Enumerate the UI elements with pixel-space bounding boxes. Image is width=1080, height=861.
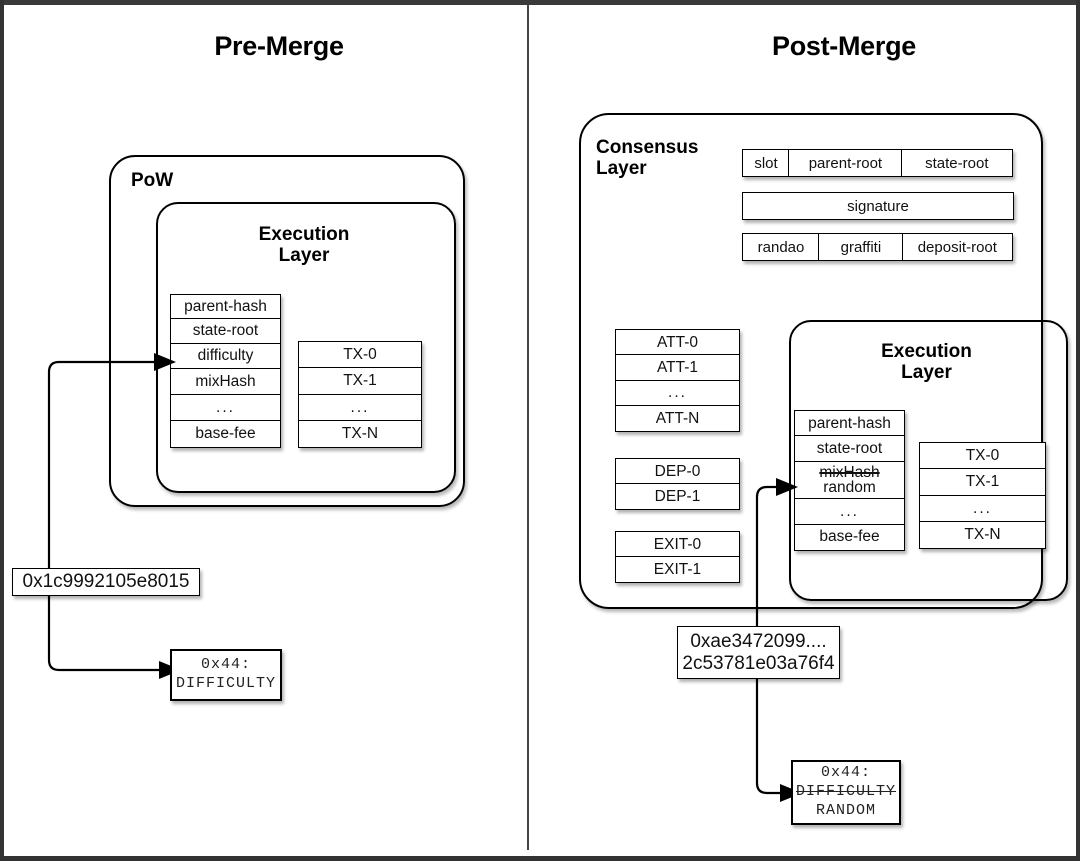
header-field: parent-hash xyxy=(170,294,281,320)
consensus-layer-label: Consensus Layer xyxy=(596,137,699,180)
header-field: parent-hash xyxy=(794,410,905,437)
hex-value-label-post: 0xae3472099.... 2c53781e03a76f4 xyxy=(677,626,840,679)
attestation-item: ATT-N xyxy=(615,405,740,433)
block-header-stack-pre: parent-hash state-root difficulty mixHas… xyxy=(170,294,281,449)
deposit-item: DEP-0 xyxy=(615,458,740,485)
transaction-item-ellipsis: ... xyxy=(919,494,1046,523)
transactions-stack-pre: TX-0 TX-1 ... TX-N xyxy=(298,341,422,449)
header-field: base-fee xyxy=(170,420,281,449)
pow-container xyxy=(109,155,465,507)
transaction-item-ellipsis: ... xyxy=(298,393,422,422)
opcode-removed-name: DIFFICULTY xyxy=(795,783,896,801)
header-field: state-root xyxy=(794,435,905,463)
transaction-item: TX-N xyxy=(919,521,1046,550)
consensus-header-row-3: randao graffiti deposit-root xyxy=(742,233,1013,261)
header-field-new: random xyxy=(823,479,876,497)
page-title-pre-merge: Pre-Merge xyxy=(214,31,344,61)
consensus-field: parent-root xyxy=(788,149,903,177)
header-field: state-root xyxy=(170,318,281,345)
consensus-field: randao xyxy=(742,233,820,261)
transactions-stack-post: TX-0 TX-1 ... TX-N xyxy=(919,442,1046,550)
transaction-item: TX-N xyxy=(298,420,422,449)
panel-divider xyxy=(527,5,529,850)
pow-label: PoW xyxy=(131,170,174,191)
transaction-item: TX-0 xyxy=(919,442,1046,470)
attestations-stack: ATT-0 ATT-1 ... ATT-N xyxy=(615,329,740,433)
consensus-layer-container xyxy=(579,113,1043,609)
attestation-item-ellipsis: ... xyxy=(615,379,740,407)
execution-layer-container-pre xyxy=(156,202,456,493)
opcode-code: 0x44: xyxy=(820,764,871,782)
execution-layer-label-pre: Execution Layer xyxy=(258,224,350,267)
exit-item: EXIT-0 xyxy=(615,531,740,558)
transaction-item: TX-1 xyxy=(919,468,1046,497)
header-field-ellipsis: ... xyxy=(170,393,281,422)
execution-layer-container-post xyxy=(789,320,1068,601)
transaction-item: TX-1 xyxy=(298,367,422,396)
header-field: base-fee xyxy=(794,523,905,551)
execution-layer-label-post: Execution Layer xyxy=(881,341,972,384)
exits-stack: EXIT-0 EXIT-1 xyxy=(615,531,740,584)
header-field-removed: mixHash xyxy=(819,463,880,481)
hex-value-label-pre: 0x1c9992105e8015 xyxy=(12,568,200,596)
page-title-post-merge: Post-Merge xyxy=(771,31,917,61)
header-field-random: mixHash random xyxy=(794,460,905,500)
opcode-code: 0x44: xyxy=(200,656,251,674)
top-frame-bar xyxy=(4,0,1076,5)
opcode-box-pre: 0x44: DIFFICULTY xyxy=(170,649,282,701)
opcode-new-name: RANDOM xyxy=(815,801,876,819)
attestation-item: ATT-0 xyxy=(615,329,740,356)
consensus-field: slot xyxy=(742,149,790,177)
deposits-stack: DEP-0 DEP-1 xyxy=(615,458,740,511)
opcode-box-post: 0x44: DIFFICULTY RANDOM xyxy=(791,760,901,825)
header-field-difficulty: difficulty xyxy=(170,342,281,370)
consensus-field: graffiti xyxy=(818,233,904,261)
hex-line-2: 2c53781e03a76f4 xyxy=(682,652,835,674)
consensus-header-row-2: signature xyxy=(742,192,1014,220)
consensus-header-row-1: slot parent-root state-root xyxy=(742,149,1013,177)
block-header-stack-post: parent-hash state-root mixHash random ..… xyxy=(794,410,905,551)
consensus-field: signature xyxy=(742,192,1014,220)
exit-item: EXIT-1 xyxy=(615,556,740,584)
consensus-field: deposit-root xyxy=(901,233,1013,261)
consensus-field: state-root xyxy=(900,149,1013,177)
hex-line-1: 0xae3472099.... xyxy=(690,631,827,653)
header-field: mixHash xyxy=(170,368,281,396)
transaction-item: TX-0 xyxy=(298,341,422,369)
opcode-name: DIFFICULTY xyxy=(175,675,276,692)
attestation-item: ATT-1 xyxy=(615,354,740,382)
header-field-ellipsis: ... xyxy=(794,498,905,526)
deposit-item: DEP-1 xyxy=(615,483,740,511)
